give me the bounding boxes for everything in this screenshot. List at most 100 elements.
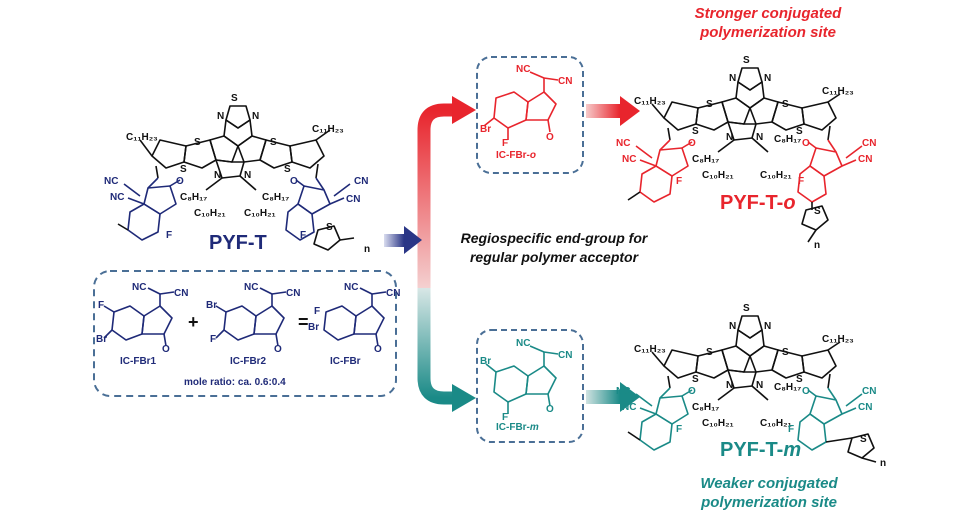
ic-fbr-m-prefix: IC-FBr- [496, 422, 530, 433]
pyf-t-m-structure [627, 315, 877, 463]
atom-label: CN [858, 154, 873, 165]
ic-fbr-o-label: IC-FBr-o [496, 150, 536, 161]
plus-sign: + [188, 312, 199, 332]
atom-label: S [782, 99, 789, 110]
atom-label: S [796, 126, 803, 137]
atom-label: CN [286, 288, 301, 299]
atom-label: O [802, 138, 810, 149]
atom-label: F [502, 412, 509, 423]
atom-label: S [231, 93, 238, 104]
atom-label: CN [558, 76, 573, 87]
alkyl-chain-label: C₁₀H₂₁ [702, 170, 734, 181]
center-caption: Regiospecific end-group for regular poly… [460, 230, 648, 265]
atom-label: O [546, 404, 554, 415]
atom-label: NC [616, 386, 631, 397]
atom-label: N [729, 321, 737, 332]
atom-label: S [743, 55, 750, 66]
atom-label: S [194, 137, 201, 148]
top-note: Stronger conjugated polymerization site [694, 5, 842, 41]
repeat-unit-n: n [880, 458, 887, 469]
atom-label: F [676, 424, 683, 435]
atom-label: N [244, 170, 252, 181]
pyf-t-o-prefix: PYF-T- [720, 192, 784, 214]
atom-label: O [290, 176, 298, 187]
repeat-unit-n: n [364, 244, 371, 255]
atom-label: CN [862, 138, 877, 149]
isomer-mixture-box [93, 270, 397, 397]
ic-fbr-m-suffix: m [529, 422, 539, 433]
atom-label: F [798, 176, 805, 187]
pyf-t-structure [117, 105, 355, 251]
split-arrow-down [417, 288, 476, 412]
atom-label: S [692, 374, 699, 385]
atom-label: CN [862, 386, 877, 397]
atom-label: N [729, 73, 737, 84]
atom-label: S [706, 347, 713, 358]
pyf-t-o-suffix: o [783, 192, 796, 214]
pyf-t-m-name: PYF-T-m [720, 439, 801, 462]
atom-label: S [860, 434, 867, 445]
atom-label: F [314, 306, 321, 317]
atom-label: S [814, 206, 821, 217]
atom-label: CN [858, 402, 873, 413]
alkyl-chain-label: C₁₁H₂₃ [822, 86, 854, 97]
alkyl-chain-label: C₁₁H₂₃ [822, 334, 854, 345]
ic-fbr-m-structure [485, 345, 559, 414]
atom-label: Br [480, 356, 492, 367]
atom-label: Br [96, 334, 108, 345]
atom-label: Br [480, 124, 492, 135]
atom-label: S [743, 303, 750, 314]
atom-label: S [706, 99, 713, 110]
atom-label: S [180, 164, 187, 175]
ic-fbr-o-structure [483, 71, 559, 140]
ic-fbr2-structure [215, 287, 287, 347]
atom-label: S [796, 374, 803, 385]
atom-label: NC [516, 338, 531, 349]
atom-label: O [688, 386, 696, 397]
ic-fbr1-label: IC-FBr1 [120, 356, 157, 367]
ic-fbr-o-prefix: IC-FBr- [496, 150, 530, 161]
ic-fbr-label: IC-FBr [330, 356, 361, 367]
atom-label: Br [308, 322, 320, 333]
ic-fbr-m-label: IC-FBr-m [496, 422, 539, 433]
atom-label: N [726, 380, 734, 391]
atom-label: NC [344, 282, 359, 293]
atom-label: F [210, 334, 217, 345]
end-group-box-m [476, 329, 584, 443]
repeat-unit-n: n [814, 240, 821, 251]
atom-label: N [214, 170, 222, 181]
atom-label: NC [132, 282, 147, 293]
atom-label: N [756, 132, 764, 143]
pyf-t-o-name: PYF-T-o [720, 192, 796, 215]
atom-label: NC [622, 402, 637, 413]
atom-label: S [270, 137, 277, 148]
atom-label: NC [516, 64, 531, 75]
atom-label: O [274, 344, 282, 355]
alkyl-chain-label: C₈H₁₇ [692, 402, 720, 413]
atom-label: F [676, 176, 683, 187]
atom-label: F [166, 230, 173, 241]
atom-label: S [692, 126, 699, 137]
bottom-note: Weaker conjugated polymerization site [700, 475, 838, 511]
atom-label: CN [558, 350, 573, 361]
atom-label: F [502, 138, 509, 149]
atom-label: NC [110, 192, 125, 203]
atom-label: O [176, 176, 184, 187]
atom-label: F [788, 424, 795, 435]
atom-label: S [782, 347, 789, 358]
atom-label: CN [174, 288, 189, 299]
alkyl-chain-label: C₈H₁₇ [180, 192, 208, 203]
ic-fbr-o-suffix: o [529, 150, 536, 161]
pyf-t-m-suffix: m [783, 439, 802, 461]
atom-label: N [726, 132, 734, 143]
alkyl-chain-label: C₁₀H₂₁ [194, 208, 226, 219]
ic-fbr2-label: IC-FBr2 [230, 356, 267, 367]
atom-label: O [546, 132, 554, 143]
arrow-to-pyf-t-m [586, 382, 640, 412]
alkyl-chain-label: C₁₀H₂₁ [760, 418, 792, 429]
alkyl-chain-label: C₁₀H₂₁ [702, 418, 734, 429]
atom-label: N [217, 111, 225, 122]
alkyl-chain-label: C₈H₁₇ [774, 382, 802, 393]
atom-label: CN [386, 288, 401, 299]
